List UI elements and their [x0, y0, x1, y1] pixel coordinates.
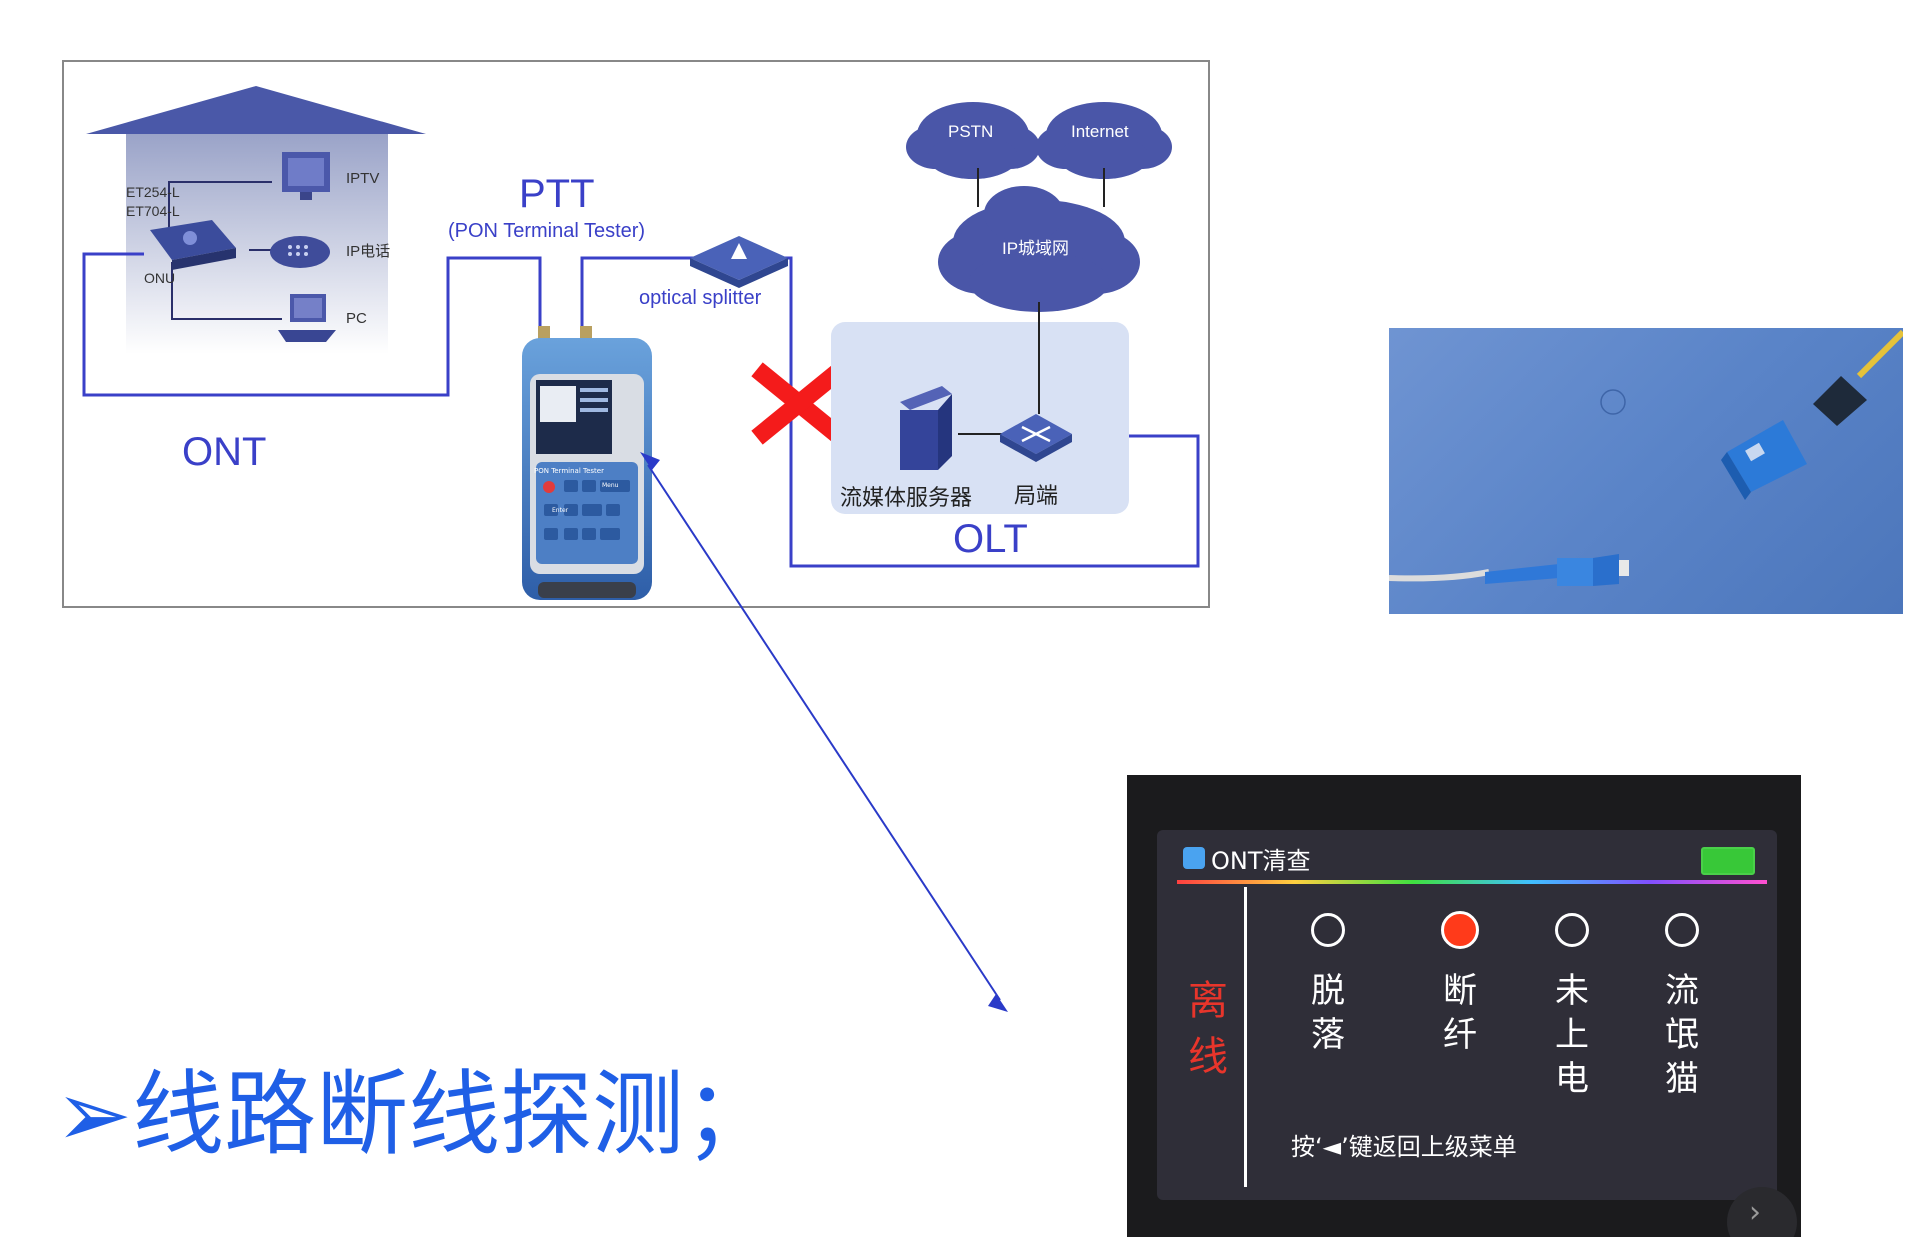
onu-device-icon	[150, 220, 236, 270]
central-office-label: 局端	[1014, 483, 1059, 508]
internet-label: Internet	[1071, 122, 1129, 141]
bullet-marker: ➢	[55, 1061, 133, 1168]
metro-network-label: IP城域网	[1002, 239, 1070, 258]
device-enter-label: Enter	[552, 507, 569, 514]
option-radio-rogue-onu	[1665, 913, 1699, 947]
central-switch-icon	[1000, 414, 1072, 462]
onu-label: ONU	[144, 270, 176, 286]
fiber-lines	[82, 252, 1200, 568]
network-diagram: ONT OLT PTT (PON Terminal Tester) optica…	[62, 60, 1210, 608]
media-server-icon	[900, 386, 952, 470]
screen-title-divider	[1177, 880, 1767, 884]
screen-app-icon	[1183, 847, 1205, 869]
option-radio-detached	[1311, 913, 1345, 947]
iptv-label: IPTV	[346, 170, 380, 187]
backbone-lines	[958, 168, 1105, 435]
option-label-unpowered: 未上电	[1555, 971, 1589, 1099]
ptt-title: PTT	[519, 172, 595, 216]
tester-screen-photo: ONT清查 离线 脱落 断纤 未上电 流氓猫 按‘◄’键返回上级菜单 ›	[1127, 775, 1801, 1237]
pc-icon	[278, 294, 336, 342]
status-label: 离线	[1188, 978, 1228, 1080]
fiber-connector-photo	[1389, 328, 1903, 614]
option-label-fiber-break: 断纤	[1443, 971, 1477, 1055]
pc-label: PC	[346, 310, 367, 327]
next-button[interactable]	[1727, 1187, 1797, 1237]
internet-cloud	[1036, 102, 1172, 179]
option-radio-fiber-break	[1441, 911, 1479, 949]
pstn-cloud	[906, 102, 1040, 179]
ip-phone-label: IP电话	[346, 243, 391, 260]
onu-model-1: ET254-L	[126, 184, 180, 200]
ip-phone-icon	[270, 236, 330, 268]
metro-cloud	[938, 186, 1140, 312]
diagram-graphics	[82, 86, 1200, 600]
media-server-label: 流媒体服务器	[840, 485, 973, 510]
ptt-subtitle: (PON Terminal Tester)	[448, 220, 646, 242]
splitter-label: optical splitter	[639, 287, 762, 309]
device-menu-label: Menu	[602, 482, 619, 489]
battery-icon	[1701, 847, 1755, 875]
screen-hint: 按‘◄’键返回上级菜单	[1291, 1133, 1517, 1161]
olt-label: OLT	[953, 517, 1028, 561]
option-label-detached: 脱落	[1311, 971, 1345, 1055]
fault-cross-icon	[751, 362, 847, 445]
screen-side-divider	[1244, 887, 1247, 1187]
iptv-icon	[282, 152, 330, 200]
bullet-heading: ➢线路断线探测；	[55, 1040, 776, 1173]
ptt-device-icon	[522, 326, 652, 600]
bullet-text: 线路断线探测；	[132, 1061, 777, 1168]
option-radio-unpowered	[1555, 913, 1589, 947]
screen-display	[1157, 830, 1777, 1200]
option-label-rogue-onu: 流氓猫	[1665, 971, 1699, 1099]
optical-splitter-icon	[690, 236, 788, 288]
screen-title: ONT清查	[1211, 847, 1311, 875]
house-roof	[86, 86, 426, 134]
ont-label: ONT	[182, 430, 267, 474]
pstn-label: PSTN	[948, 122, 994, 141]
fiber-connector-graphic	[1389, 329, 1903, 586]
onu-model-2: ET704-L	[126, 203, 180, 219]
device-brand-label: PON Terminal Tester	[534, 467, 604, 475]
chevron-right-icon: ›	[1749, 1195, 1761, 1230]
